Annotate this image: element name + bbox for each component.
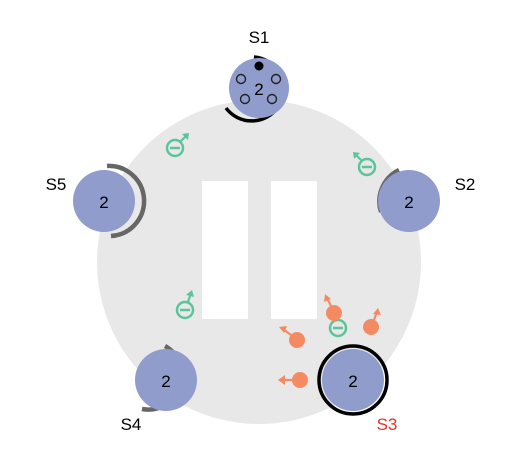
arena-disc <box>97 100 421 424</box>
wall-right <box>271 181 317 319</box>
site-s5-circle-icon <box>73 170 135 232</box>
site-s3-circle-icon <box>322 349 384 411</box>
wall-left <box>202 181 248 319</box>
site-s5-count: 2 <box>99 193 108 212</box>
site-s2-count: 2 <box>404 193 413 212</box>
orange-agent-icon <box>278 372 308 388</box>
site-s2: 2 S2 <box>377 167 476 232</box>
site-s1-count: 2 <box>254 80 263 99</box>
site-s1-hole-dot-icon <box>270 73 282 85</box>
green-agent-minus-icon <box>353 152 377 177</box>
site-s4-count: 2 <box>161 372 170 391</box>
site-s1: 2 S1 <box>224 28 289 123</box>
site-s4-label: S4 <box>121 415 142 434</box>
site-s1-hole-dot-icon <box>235 73 247 85</box>
site-s3-ring <box>317 344 389 416</box>
site-s5-arc <box>106 163 147 239</box>
green-agent-minus-icon <box>175 290 195 320</box>
site-s4-circle-icon <box>135 349 197 411</box>
site-s3-count: 2 <box>348 372 357 391</box>
site-s1-label: S1 <box>249 28 270 47</box>
site-s1-black-dot-icon <box>254 61 264 71</box>
site-s4: 2 S4 <box>121 344 197 434</box>
orange-agent-icon <box>279 326 305 348</box>
orange-agent-icon <box>324 294 342 321</box>
green-agent-minus-icon <box>165 133 189 158</box>
site-s1-hole-dot-icon <box>266 93 278 105</box>
site-s5-label: S5 <box>46 175 67 194</box>
site-s1-hole-dot-icon <box>239 93 251 105</box>
site-s2-label: S2 <box>455 175 476 194</box>
site-s3: 2 S3 <box>317 344 398 434</box>
site-s2-circle-icon <box>378 170 440 232</box>
orange-agent-icon <box>363 308 381 335</box>
site-s3-label: S3 <box>377 415 398 434</box>
site-s5: 2 S5 <box>46 163 147 239</box>
